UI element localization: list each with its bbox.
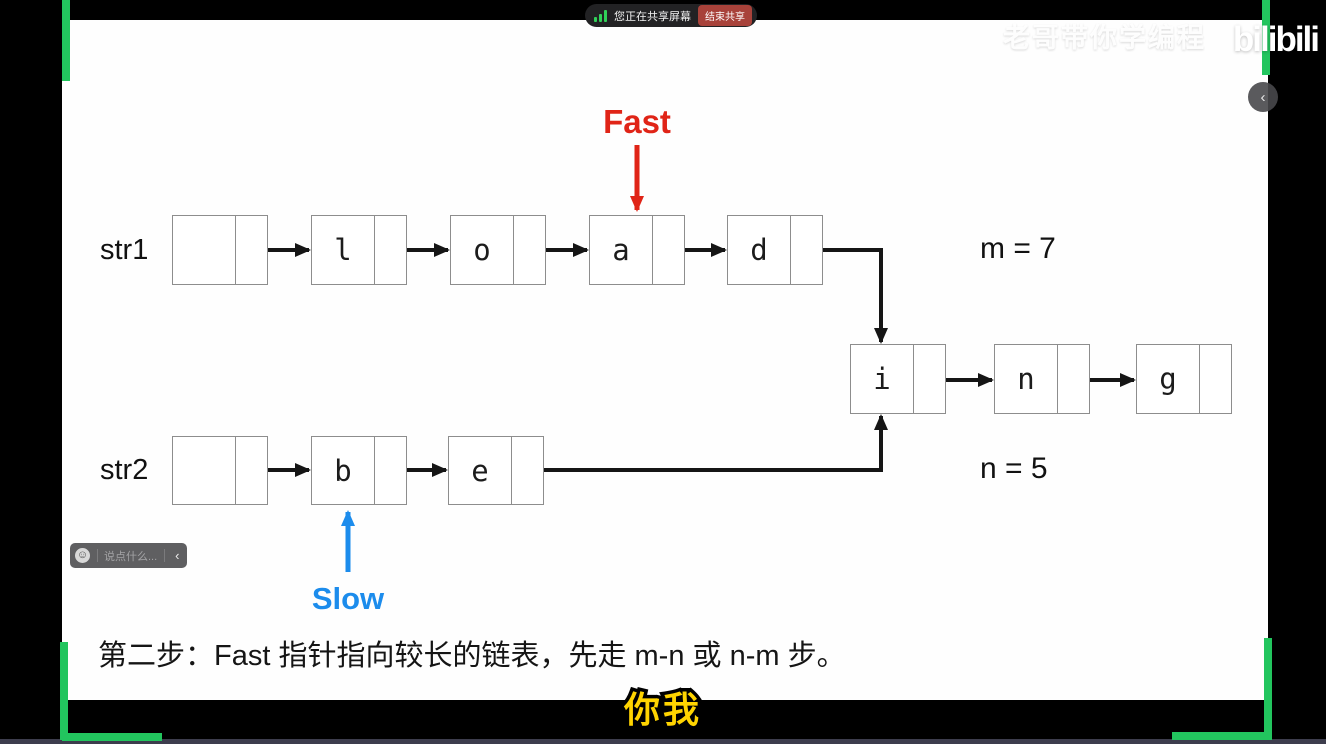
list-node-d: d: [727, 215, 823, 285]
chat-bar[interactable]: ☺ 说点什么... ‹: [70, 543, 187, 568]
node-divider: [235, 437, 236, 504]
subtitle-container: 你我: [0, 681, 1326, 733]
capture-corner-top-left: [62, 0, 70, 81]
step-caption: 第二步：Fast 指针指向较长的链表，先走 m-n 或 n-m 步。: [98, 640, 846, 672]
screen-share-banner: 您正在共享屏幕 结束共享: [585, 4, 757, 27]
node-value: g: [1159, 362, 1177, 396]
capture-corner-top-right: [1262, 0, 1270, 75]
shared-screen-area: str1 str2 m = 7 n = 5 Fast Slow l o a d …: [62, 20, 1268, 700]
side-panel-collapse-button[interactable]: ‹: [1248, 82, 1278, 112]
stop-sharing-button[interactable]: 结束共享: [698, 5, 752, 26]
node-value: [173, 216, 235, 284]
list-node-i: i: [850, 344, 946, 414]
list2-length: n = 5: [980, 452, 1048, 485]
list-node-a: a: [589, 215, 685, 285]
chat-input[interactable]: 说点什么...: [104, 550, 158, 563]
node-divider: [513, 216, 514, 284]
bottom-edge-strip: [0, 739, 1326, 744]
node-divider: [511, 437, 512, 504]
node-divider: [790, 216, 791, 284]
video-subtitle: 你我: [624, 681, 702, 733]
divider: [97, 549, 98, 562]
node-value: n: [1017, 362, 1035, 396]
list1-label: str1: [100, 234, 149, 266]
slow-pointer-label: Slow: [311, 581, 385, 616]
list-node-head2: [172, 436, 268, 505]
channel-watermark: 老哥带你学编程: [1003, 23, 1206, 53]
node-value: o: [473, 233, 491, 267]
node-divider: [1057, 345, 1058, 413]
node-divider: [652, 216, 653, 284]
capture-corner-bottom-right: [1172, 732, 1272, 740]
node-value: b: [334, 453, 352, 488]
list2-label: str2: [100, 454, 149, 486]
divider: [164, 549, 166, 562]
chevron-left-icon: ‹: [1260, 88, 1266, 106]
emoji-icon[interactable]: ☺: [75, 548, 90, 563]
node-divider: [913, 345, 914, 413]
capture-corner-bottom-left: [60, 642, 68, 740]
node-value: l: [334, 233, 352, 267]
list-node-l: l: [311, 215, 407, 285]
fast-pointer-label: Fast: [603, 103, 671, 140]
node-divider: [1199, 345, 1200, 413]
node-value: [173, 437, 235, 504]
list-node-g: g: [1136, 344, 1232, 414]
list-node-b: b: [311, 436, 407, 505]
node-divider: [374, 216, 375, 284]
node-value: e: [471, 453, 489, 488]
signal-bars-icon: [594, 9, 607, 22]
node-divider: [374, 437, 375, 504]
bilibili-logo: bilibili: [1232, 20, 1320, 59]
list-node-o: o: [450, 215, 546, 285]
node-value: i: [873, 362, 891, 396]
list1-length: m = 7: [980, 232, 1056, 265]
capture-corner-bottom-right: [1264, 638, 1272, 740]
capture-corner-bottom-left: [62, 733, 162, 741]
list-node-head1: [172, 215, 268, 285]
list-node-e: e: [448, 436, 544, 505]
node-value: a: [612, 233, 630, 267]
list-node-n: n: [994, 344, 1090, 414]
node-value: d: [750, 233, 768, 267]
sharing-status-text: 您正在共享屏幕: [614, 10, 691, 23]
node-divider: [235, 216, 236, 284]
chevron-left-icon[interactable]: ‹: [175, 548, 180, 563]
